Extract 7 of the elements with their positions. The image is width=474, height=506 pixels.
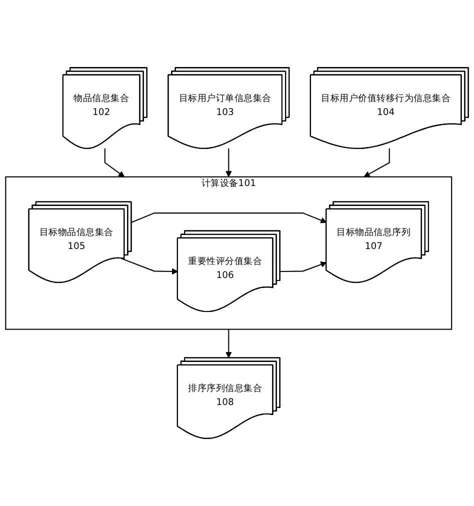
arrow	[120, 258, 178, 274]
arrow	[364, 148, 390, 178]
arrow	[104, 148, 125, 178]
arrow	[226, 329, 232, 358]
arrow	[226, 148, 232, 178]
arrow	[280, 261, 327, 272]
arrow	[131, 212, 327, 224]
